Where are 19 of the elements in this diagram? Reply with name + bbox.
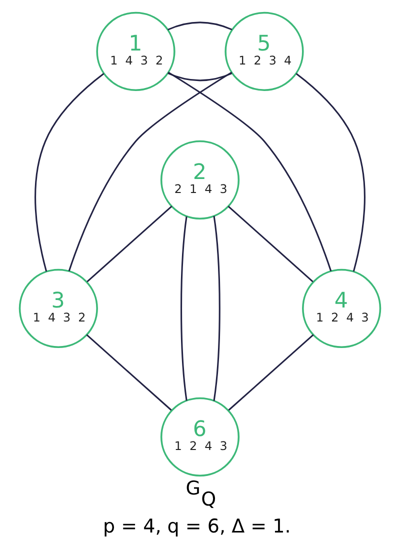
- node-circle: 5 1 2 3 4: [224, 12, 304, 92]
- connector: [228, 206, 314, 282]
- node-circle: 1 1 4 3 2: [96, 12, 176, 92]
- connector: [180, 216, 188, 401]
- node-circle: 4 1 2 4 3: [302, 268, 382, 348]
- connector: [213, 216, 220, 401]
- connector: [168, 22, 232, 30]
- connector: [228, 334, 314, 411]
- connector: [296, 73, 366, 272]
- caption: p = 4, q = 6, Δ = 1.: [103, 515, 291, 538]
- connector: [34, 73, 104, 272]
- node-circle: 3 1 4 3 2: [18, 268, 98, 348]
- connector: [168, 72, 232, 82]
- node-circle: 6 1 2 4 3: [160, 397, 240, 476]
- connector: [68, 72, 232, 272]
- connector: [86, 334, 172, 411]
- node-circle: 2 2 1 4 3: [160, 140, 240, 220]
- connector: [168, 72, 332, 272]
- connector: [86, 206, 172, 282]
